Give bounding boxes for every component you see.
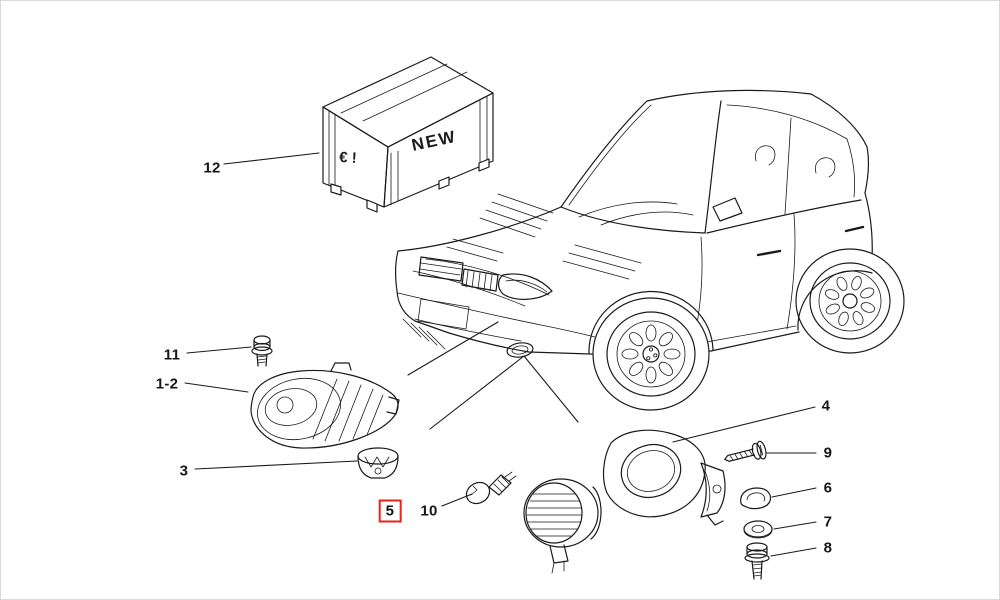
rear-wheel-illustration — [795, 248, 905, 354]
washer-illustration — [743, 520, 773, 539]
bulb-illustration — [465, 471, 517, 505]
part-label-9[interactable]: 9 — [823, 444, 833, 462]
part-label-5-selected[interactable]: 5 — [378, 499, 402, 523]
part-label-3[interactable]: 3 — [179, 462, 189, 480]
part-label-11[interactable]: 11 — [163, 346, 181, 364]
fog-lamp-housing-illustration — [602, 429, 726, 526]
headlamp-assembly-illustration — [250, 362, 400, 449]
part-label-7[interactable]: 7 — [823, 513, 833, 531]
crate-euro-text: € ! — [339, 149, 357, 167]
part-label-6[interactable]: 6 — [823, 479, 833, 497]
parts-crate-illustration: € ! NEW — [322, 56, 494, 213]
part-label-8[interactable]: 8 — [823, 539, 833, 557]
bolt-top-illustration — [251, 335, 273, 367]
mount-bolt-illustration — [744, 542, 770, 580]
part-label-12[interactable]: 12 — [203, 159, 221, 177]
leader-lines — [184, 152, 817, 557]
front-wheel-illustration — [592, 297, 710, 411]
mounting-bracket-illustration — [357, 447, 399, 479]
fog-lamp-illustration — [523, 478, 602, 574]
car-illustration — [395, 89, 905, 411]
screw-illustration — [724, 440, 767, 462]
part-label-10[interactable]: 10 — [420, 502, 438, 520]
crate-new-text: NEW — [410, 127, 459, 155]
clip-illustration — [740, 487, 772, 510]
part-label-4[interactable]: 4 — [821, 397, 831, 415]
part-label-1-2[interactable]: 1-2 — [155, 375, 179, 393]
